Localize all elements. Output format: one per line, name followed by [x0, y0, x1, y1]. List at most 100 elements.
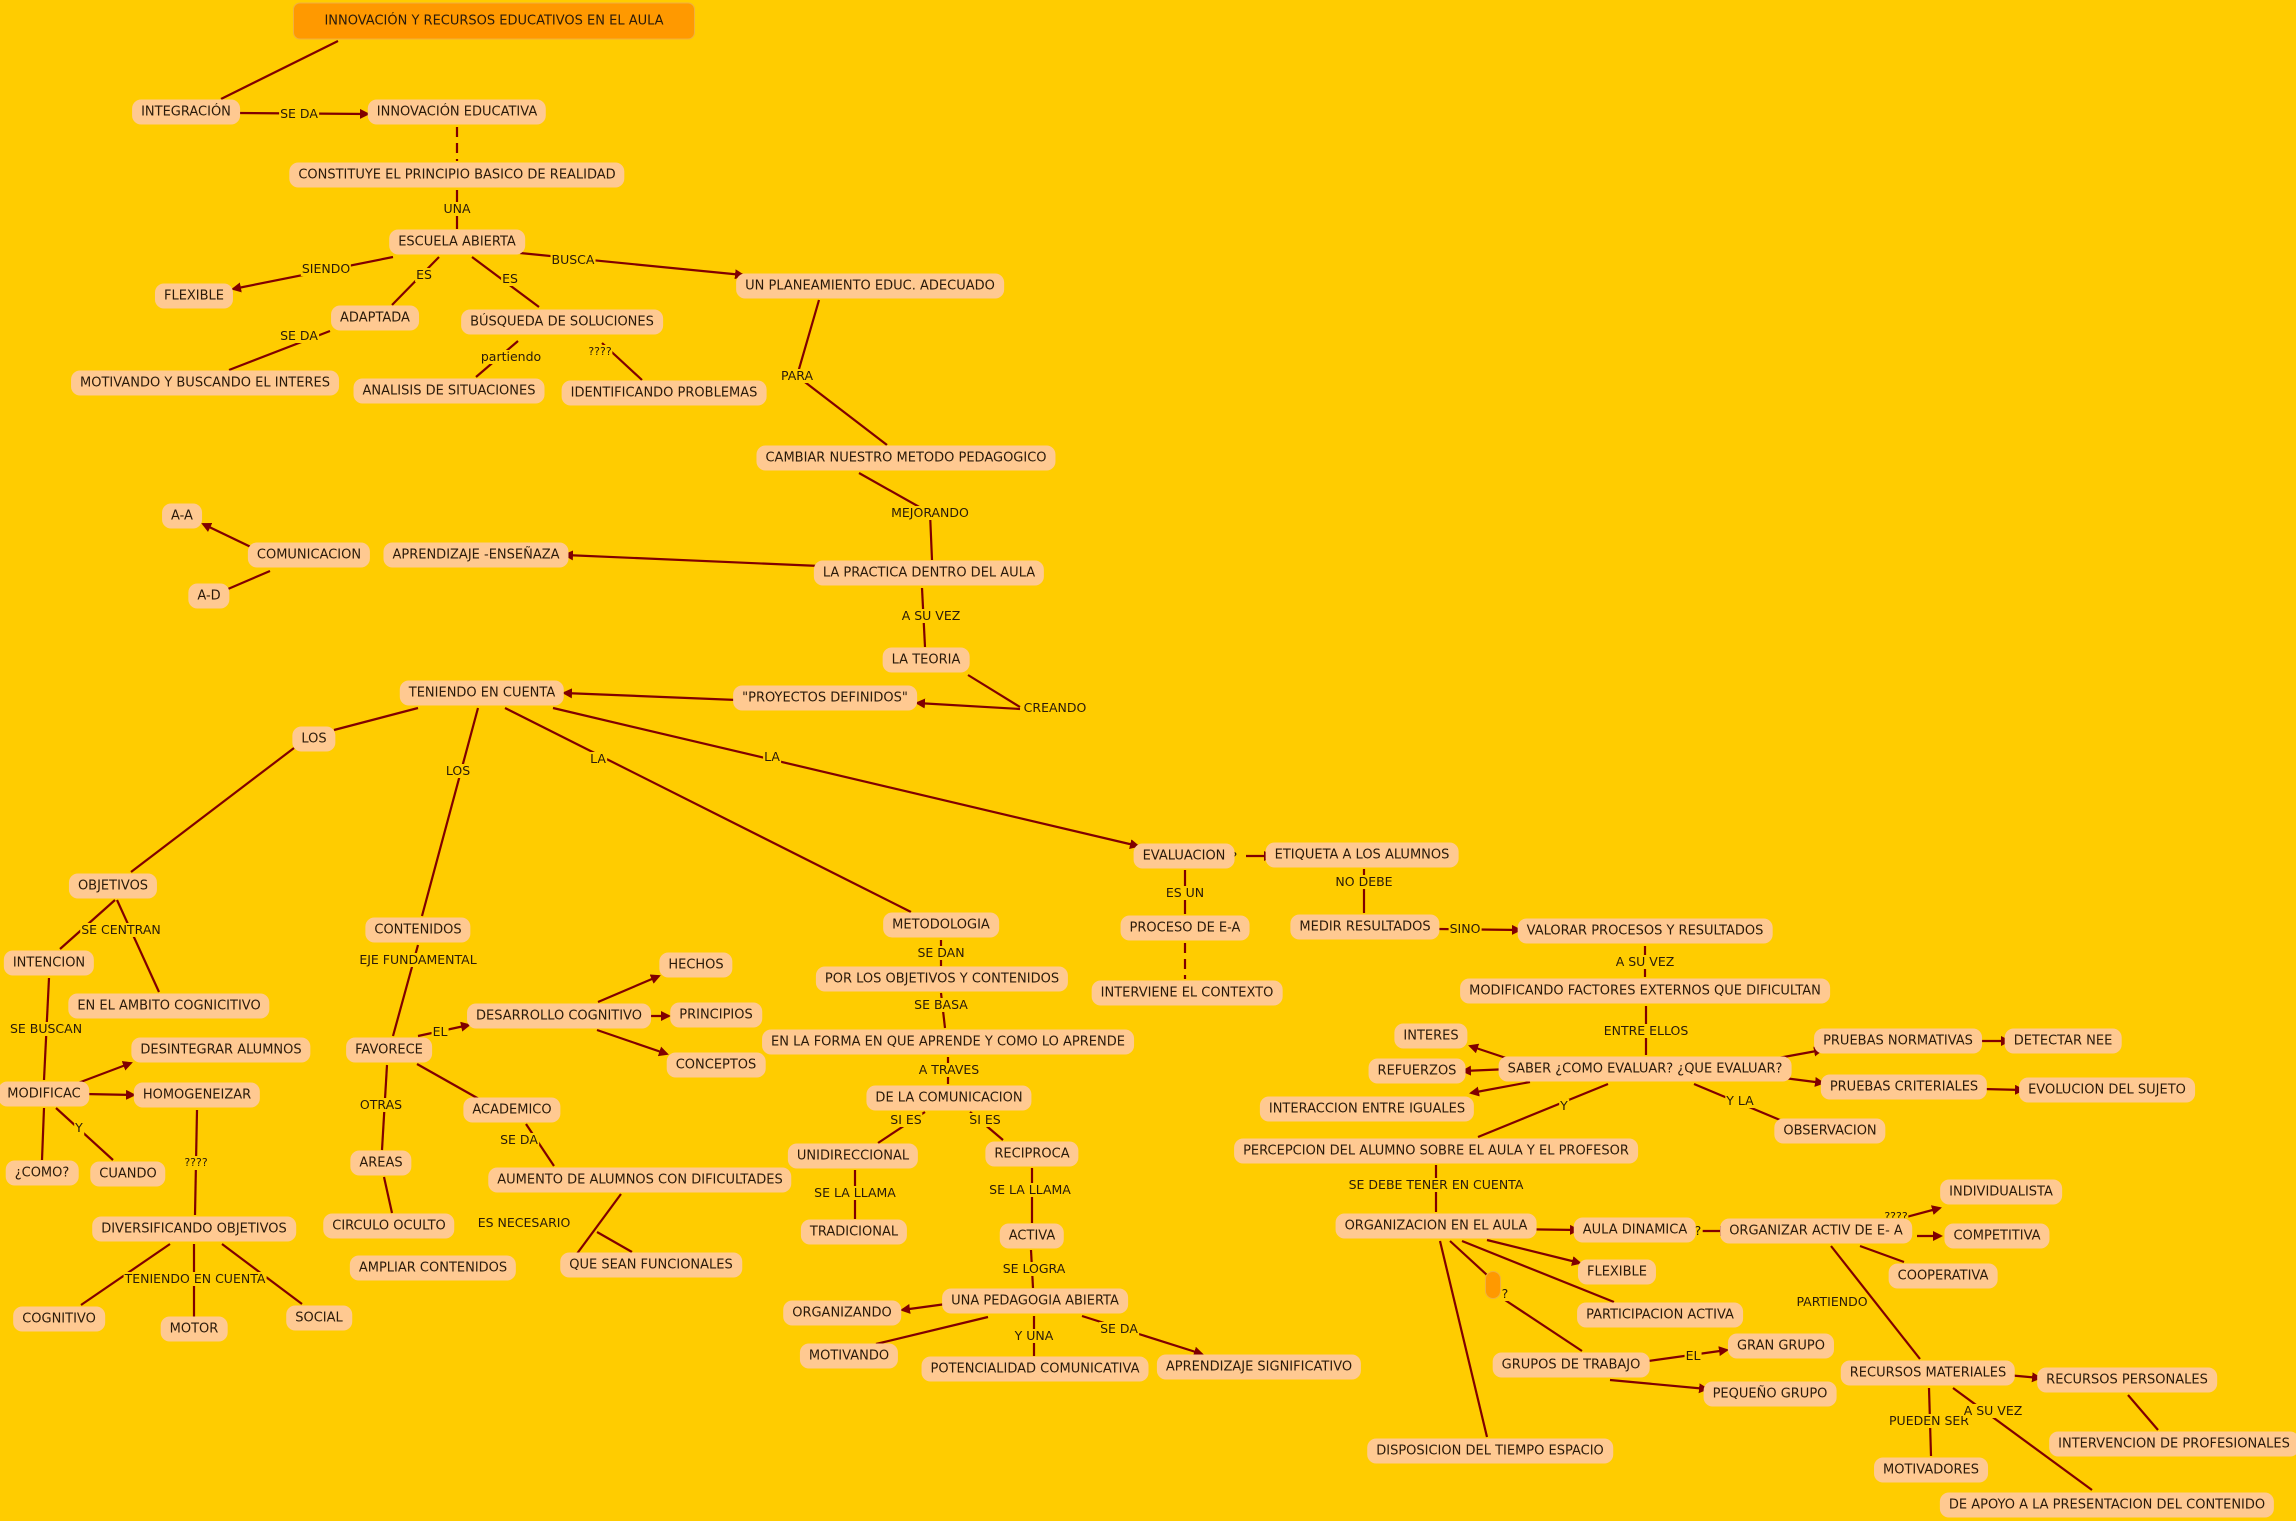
concept-node-una-pedagogia[interactable]: UNA PEDAGOGIA ABIERTA — [942, 1288, 1128, 1314]
concept-node-proceso[interactable]: PROCESO DE E-A — [1120, 915, 1250, 941]
concept-node-como[interactable]: ¿COMO? — [5, 1160, 79, 1186]
concept-node-disposicion[interactable]: DISPOSICION DEL TIEMPO ESPACIO — [1367, 1438, 1613, 1464]
concept-node-innov-edu[interactable]: INNOVACIÓN EDUCATIVA — [367, 99, 547, 125]
concept-node-intencion[interactable]: INTENCION — [3, 950, 95, 976]
concept-node-percepcion[interactable]: PERCEPCION DEL ALUMNO SOBRE EL AULA Y EL… — [1234, 1138, 1638, 1164]
map-title-node[interactable]: INNOVACIÓN Y RECURSOS EDUCATIVOS EN EL A… — [293, 2, 695, 40]
concept-node-adaptada[interactable]: ADAPTADA — [331, 305, 419, 331]
concept-node-cooperativa[interactable]: COOPERATIVA — [1888, 1263, 1998, 1289]
concept-node-homogeneizar[interactable]: HOMOGENEIZAR — [133, 1082, 261, 1108]
concept-node-evaluacion[interactable]: EVALUACION — [1133, 843, 1235, 869]
concept-node-refuerzos[interactable]: REFUERZOS — [1368, 1058, 1466, 1084]
concept-node-contenidos[interactable]: CONTENIDOS — [365, 917, 471, 943]
line-connector — [1449, 1240, 1488, 1276]
concept-node-detectar[interactable]: DETECTAR NEE — [2004, 1028, 2122, 1054]
concept-node-identificando[interactable]: IDENTIFICANDO PROBLEMAS — [561, 380, 767, 406]
concept-node-evolucion[interactable]: EVOLUCION DEL SUJETO — [2019, 1077, 2195, 1103]
concept-node-motivadores[interactable]: MOTIVADORES — [1874, 1457, 1988, 1483]
concept-node-observacion[interactable]: OBSERVACION — [1774, 1118, 1886, 1144]
concept-node-ampliar[interactable]: AMPLIAR CONTENIDOS — [349, 1255, 517, 1281]
concept-node-desintegrar[interactable]: DESINTEGRAR ALUMNOS — [131, 1037, 311, 1063]
concept-node-principios[interactable]: PRINCIPIOS — [670, 1002, 762, 1028]
concept-node-gran-grupo[interactable]: GRAN GRUPO — [1727, 1333, 1835, 1359]
concept-node-pruebas-norm[interactable]: PRUEBAS NORMATIVAS — [1814, 1028, 1982, 1054]
concept-node-flexible2[interactable]: FLEXIBLE — [1577, 1259, 1657, 1285]
concept-node-en-la-forma[interactable]: EN LA FORMA EN QUE APRENDE Y COMO LO APR… — [762, 1029, 1134, 1055]
concept-node-potencialidad[interactable]: POTENCIALIDAD COMUNICATIVA — [921, 1356, 1149, 1382]
concept-node-intervencion[interactable]: INTERVENCION DE PROFESIONALES — [2049, 1431, 2296, 1457]
concept-node-participacion[interactable]: PARTICIPACION ACTIVA — [1577, 1302, 1743, 1328]
concept-node-teniendo[interactable]: TENIENDO EN CUENTA — [399, 680, 565, 706]
concept-node-motor[interactable]: MOTOR — [160, 1316, 228, 1342]
concept-node-motivando[interactable]: MOTIVANDO — [799, 1343, 899, 1369]
concept-node-metodologia[interactable]: METODOLOGIA — [883, 912, 999, 938]
concept-node-social[interactable]: SOCIAL — [286, 1305, 352, 1331]
concept-node-organizacion[interactable]: ORGANIZACION EN EL AULA — [1335, 1213, 1537, 1239]
concept-node-cognitivo[interactable]: COGNITIVO — [13, 1306, 105, 1332]
concept-node-hechos[interactable]: HECHOS — [659, 952, 733, 978]
concept-node-escuela[interactable]: ESCUELA ABIERTA — [389, 229, 525, 255]
concept-node-por-objetivos[interactable]: POR LOS OBJETIVOS Y CONTENIDOS — [815, 966, 1069, 992]
concept-node-recursos-mat[interactable]: RECURSOS MATERIALES — [1840, 1360, 2016, 1386]
concept-node-objetivos[interactable]: OBJETIVOS — [68, 873, 158, 899]
concept-node-aprendizaje-ens[interactable]: APRENDIZAJE -ENSEÑAZA — [383, 542, 569, 568]
line-connector — [504, 707, 912, 913]
concept-node-cuando[interactable]: CUANDO — [90, 1161, 166, 1187]
concept-node-comunicacion[interactable]: COMUNICACION — [247, 542, 371, 568]
concept-node-etiqueta[interactable]: ETIQUETA A LOS ALUMNOS — [1265, 842, 1459, 868]
concept-node-organizando[interactable]: ORGANIZANDO — [783, 1300, 901, 1326]
concept-node-unidireccional[interactable]: UNIDIRECCIONAL — [787, 1143, 919, 1169]
concept-node-modificando-fact[interactable]: MODIFICANDO FACTORES EXTERNOS QUE DIFICU… — [1460, 978, 1830, 1004]
concept-node-saber[interactable]: SABER ¿COMO EVALUAR? ¿QUE EVALUAR? — [1498, 1056, 1792, 1082]
concept-node-proyectos[interactable]: "PROYECTOS DEFINIDOS" — [733, 685, 917, 711]
concept-node-aa[interactable]: A-A — [162, 503, 202, 529]
concept-node-valorar[interactable]: VALORAR PROCESOS Y RESULTADOS — [1517, 918, 1773, 944]
concept-node-grupos[interactable]: GRUPOS DE TRABAJO — [1492, 1352, 1650, 1378]
concept-node-interaccion[interactable]: INTERACCION ENTRE IGUALES — [1259, 1096, 1475, 1122]
concept-node-desarrollo[interactable]: DESARROLLO COGNITIVO — [467, 1003, 651, 1029]
link-label: ???? — [183, 1156, 209, 1170]
concept-node-reciproca[interactable]: RECIPROCA — [985, 1141, 1079, 1167]
concept-node-los-node[interactable]: LOS — [292, 726, 336, 752]
concept-node-cambiar[interactable]: CAMBIAR NUESTRO METODO PEDAGOGICO — [756, 445, 1056, 471]
concept-node-analisis[interactable]: ANALISIS DE SITUACIONES — [353, 378, 545, 404]
concept-node-academico[interactable]: ACADEMICO — [463, 1097, 561, 1123]
empty-concept-node[interactable] — [1485, 1271, 1501, 1299]
concept-node-individualista[interactable]: INDIVIDUALISTA — [1940, 1179, 2062, 1205]
concept-node-busqueda[interactable]: BÚSQUEDA DE SOLUCIONES — [461, 309, 663, 335]
line-connector — [40, 1107, 46, 1161]
concept-node-aumento[interactable]: AUMENTO DE ALUMNOS CON DIFICULTADES — [488, 1167, 792, 1193]
concept-node-constituye[interactable]: CONSTITUYE EL PRINCIPIO BASICO DE REALID… — [289, 162, 625, 188]
concept-node-integracion[interactable]: INTEGRACIÓN — [132, 99, 240, 125]
concept-node-organizar[interactable]: ORGANIZAR ACTIV DE E- A — [1720, 1218, 1912, 1244]
concept-node-diversificando[interactable]: DIVERSIFICANDO OBJETIVOS — [92, 1216, 296, 1242]
concept-node-ad[interactable]: A-D — [188, 583, 230, 609]
concept-node-competitiva[interactable]: COMPETITIVA — [1944, 1223, 2050, 1249]
concept-node-medir[interactable]: MEDIR RESULTADOS — [1290, 914, 1440, 940]
concept-node-favorece[interactable]: FAVORECE — [346, 1037, 432, 1063]
concept-node-flexible1[interactable]: FLEXIBLE — [154, 283, 234, 309]
concept-node-intereses[interactable]: INTERES — [1394, 1023, 1468, 1049]
concept-node-planeamiento[interactable]: UN PLANEAMIENTO EDUC. ADECUADO — [736, 273, 1004, 299]
concept-node-interviene[interactable]: INTERVIENE EL CONTEXTO — [1091, 980, 1283, 1006]
concept-node-tradicional[interactable]: TRADICIONAL — [800, 1219, 908, 1245]
concept-node-aprend-sig[interactable]: APRENDIZAJE SIGNIFICATIVO — [1156, 1354, 1362, 1380]
concept-node-de-la-com[interactable]: DE LA COMUNICACION — [866, 1085, 1032, 1111]
concept-node-conceptos[interactable]: CONCEPTOS — [666, 1052, 766, 1078]
concept-node-recursos-pers[interactable]: RECURSOS PERSONALES — [2037, 1367, 2217, 1393]
concept-node-funcionales[interactable]: QUE SEAN FUNCIONALES — [560, 1252, 742, 1278]
concept-node-ambito[interactable]: EN EL AMBITO COGNICITIVO — [68, 993, 270, 1019]
concept-node-aula-dinamica[interactable]: AULA DINAMICA — [1573, 1217, 1697, 1243]
concept-node-motivando-interes[interactable]: MOTIVANDO Y BUSCANDO EL INTERES — [71, 370, 339, 396]
concept-node-pequeno[interactable]: PEQUEÑO GRUPO — [1703, 1381, 1837, 1407]
concept-node-areas[interactable]: AREAS — [350, 1150, 412, 1176]
concept-node-teoria[interactable]: LA TEORIA — [882, 647, 970, 673]
concept-node-modificac[interactable]: MODIFICAC — [0, 1081, 90, 1107]
concept-node-pruebas-crit[interactable]: PRUEBAS CRITERIALES — [1820, 1074, 1988, 1100]
concept-node-de-apoyo[interactable]: DE APOYO A LA PRESENTACION DEL CONTENIDO — [1939, 1492, 2275, 1518]
concept-node-activa[interactable]: ACTIVA — [999, 1223, 1065, 1249]
concept-node-practica[interactable]: LA PRACTICA DENTRO DEL AULA — [813, 560, 1045, 586]
link-label: Y — [74, 1120, 84, 1135]
concept-node-circulo[interactable]: CIRCULO OCULTO — [323, 1213, 455, 1239]
arrow-connector — [1486, 1238, 1582, 1266]
